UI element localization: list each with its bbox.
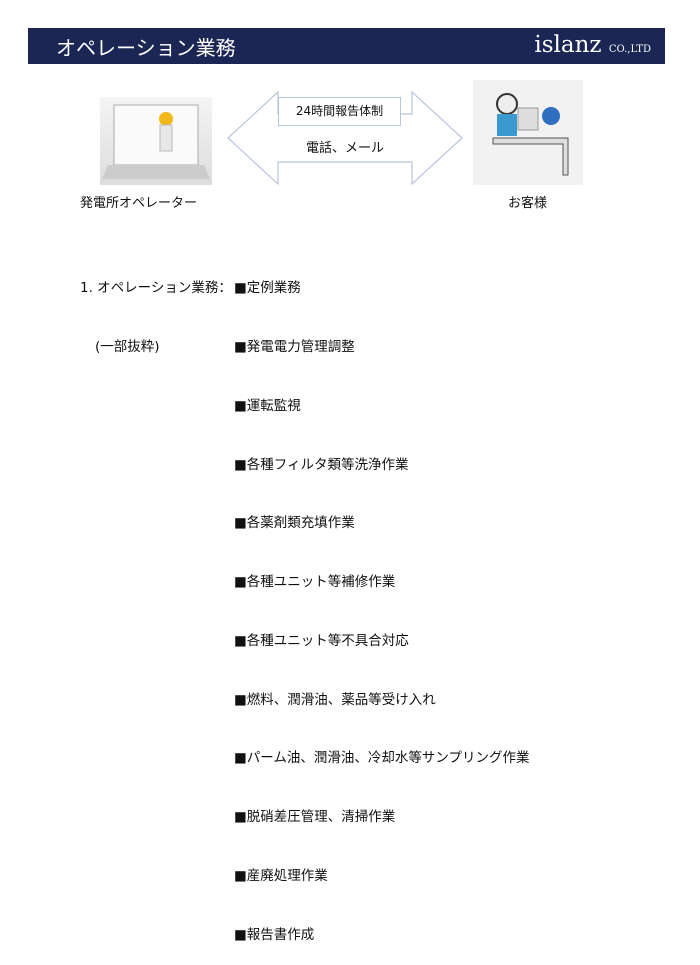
section-heading-block: 1. オペレーション業務： (一部抜粋) [80, 240, 232, 377]
list-item: ■各種ユニット等不具合対応 [234, 632, 409, 649]
logo-text: islanz [534, 32, 602, 58]
logo-suffix: CO.,LTD [608, 44, 651, 55]
section-heading: 1. オペレーション業務： [80, 280, 232, 297]
list-item: ■各種フィルタ類等洗浄作業 [234, 456, 409, 473]
list-item: ■発電電力管理調整 [234, 338, 355, 355]
laptop-worker-icon [102, 104, 210, 179]
list-item: ■各種ユニット等補修作業 [234, 574, 396, 591]
list-item: ■脱硝差圧管理、清掃作業 [234, 809, 396, 826]
operator-desk-icon [492, 93, 569, 176]
arrow-label: 電話、メール [305, 141, 384, 156]
title-bar: オペレーション業務 islanz CO.,LTD [28, 28, 665, 64]
customer-image [473, 80, 583, 185]
page-title: オペレーション業務 [56, 36, 236, 60]
company-logo: islanz CO.,LTD [534, 32, 651, 58]
section-subheading: (一部抜粋) [95, 338, 160, 355]
list-item: ■報告書作成 [234, 926, 315, 943]
operator-label: 発電所オペレーター [80, 196, 198, 211]
list-item: ■産廃処理作業 [234, 868, 328, 884]
list-item: ■パーム油、潤滑油、冷却水等サンプリング作業 [234, 750, 530, 767]
list-item: ■定例業務 [234, 280, 301, 297]
reporting-system-box: 24時間報告体制 [278, 97, 401, 126]
operator-image [100, 97, 212, 185]
customer-label: お客様 [508, 196, 548, 211]
task-list: ■定例業務 ■発電電力管理調整 ■運転監視 ■各種フィルタ類等洗浄作業 ■各薬剤… [234, 240, 529, 965]
list-item: ■各薬剤類充填作業 [234, 515, 355, 532]
list-item: ■燃料、潤滑油、薬品等受け入れ [234, 691, 436, 708]
list-item: ■運転監視 [234, 397, 301, 414]
